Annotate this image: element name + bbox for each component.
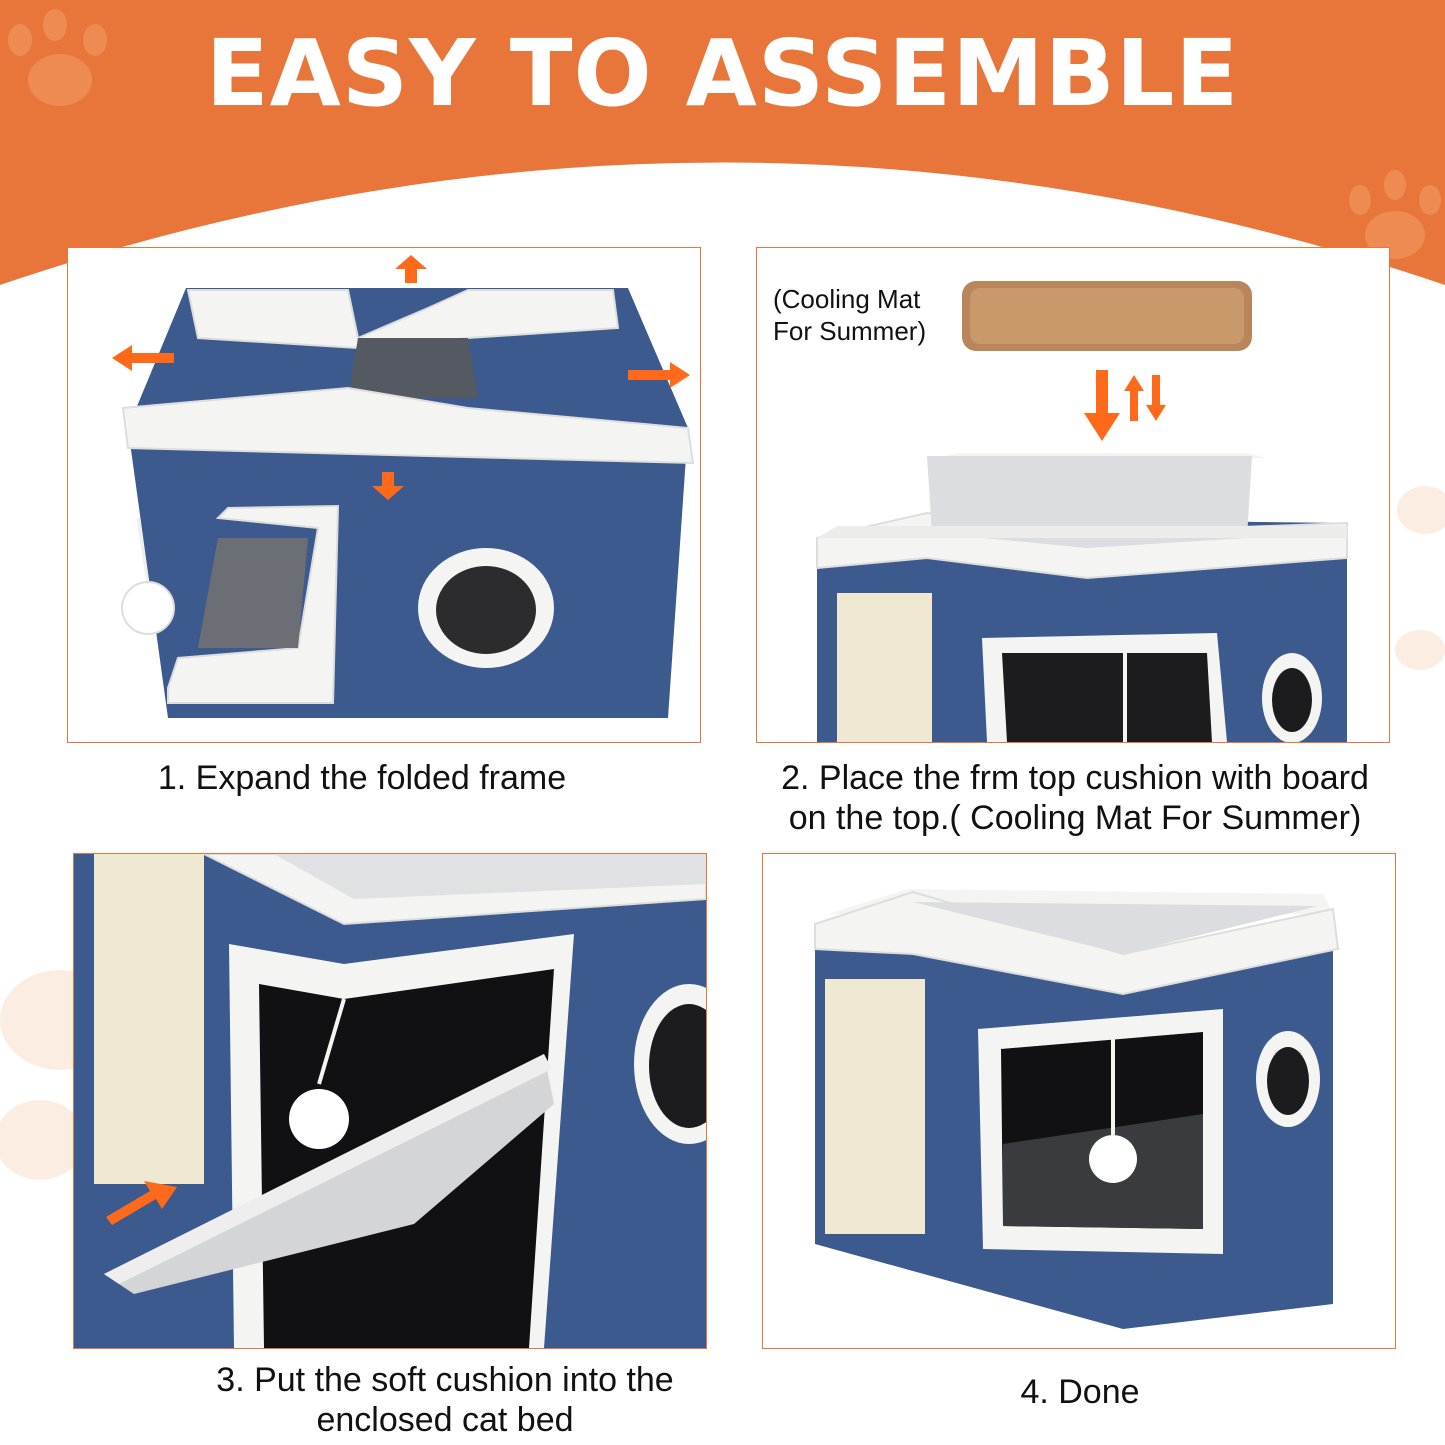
label-line: (Cooling Mat [773, 284, 921, 314]
header-band [0, 0, 1445, 285]
step-3-caption: 3. Put the soft cushion into the enclose… [150, 1360, 740, 1440]
step-3-panel [73, 853, 707, 1349]
page-title: EASY TO ASSEMBLE [205, 20, 1240, 127]
label-line: For Summer) [773, 316, 927, 346]
caption-line: 1. Expand the folded frame [157, 759, 567, 797]
step-2-caption: 2. Place the frm top cushion with board … [745, 758, 1405, 838]
step-4-panel [762, 853, 1396, 1349]
arrow-down-icon [1084, 370, 1120, 441]
assembled-bed-illustration [814, 889, 1340, 1329]
step-1-caption: 1. Expand the folded frame [67, 758, 657, 798]
arrow-right-icon [106, 1181, 177, 1225]
folded-frame-illustration [121, 288, 695, 718]
swap-arrows-icon [1124, 375, 1166, 421]
cooling-mat-label: (Cooling Mat For Summer) [773, 283, 926, 347]
caption-line: on the top.( Cooling Mat For Summer) [788, 799, 1362, 837]
arrow-down-icon [372, 472, 404, 500]
arrow-left-icon [112, 345, 174, 371]
top-cushion-illustration [816, 281, 1348, 742]
soft-cushion-illustration [74, 854, 706, 1348]
step-1-panel [67, 247, 701, 743]
arrow-up-icon [395, 255, 427, 283]
caption-line: 2. Place the frm top cushion with board [781, 759, 1369, 797]
caption-line: enclosed cat bed [316, 1401, 574, 1439]
step-2-panel: (Cooling Mat For Summer) [756, 247, 1390, 743]
step-4-caption: 4. Done [900, 1372, 1260, 1412]
caption-line: 3. Put the soft cushion into the [216, 1361, 674, 1399]
arrow-right-icon [628, 362, 690, 388]
paw-print-icon [1395, 486, 1445, 670]
paw-print-icon [8, 9, 1441, 259]
caption-line: 4. Done [1020, 1373, 1140, 1411]
